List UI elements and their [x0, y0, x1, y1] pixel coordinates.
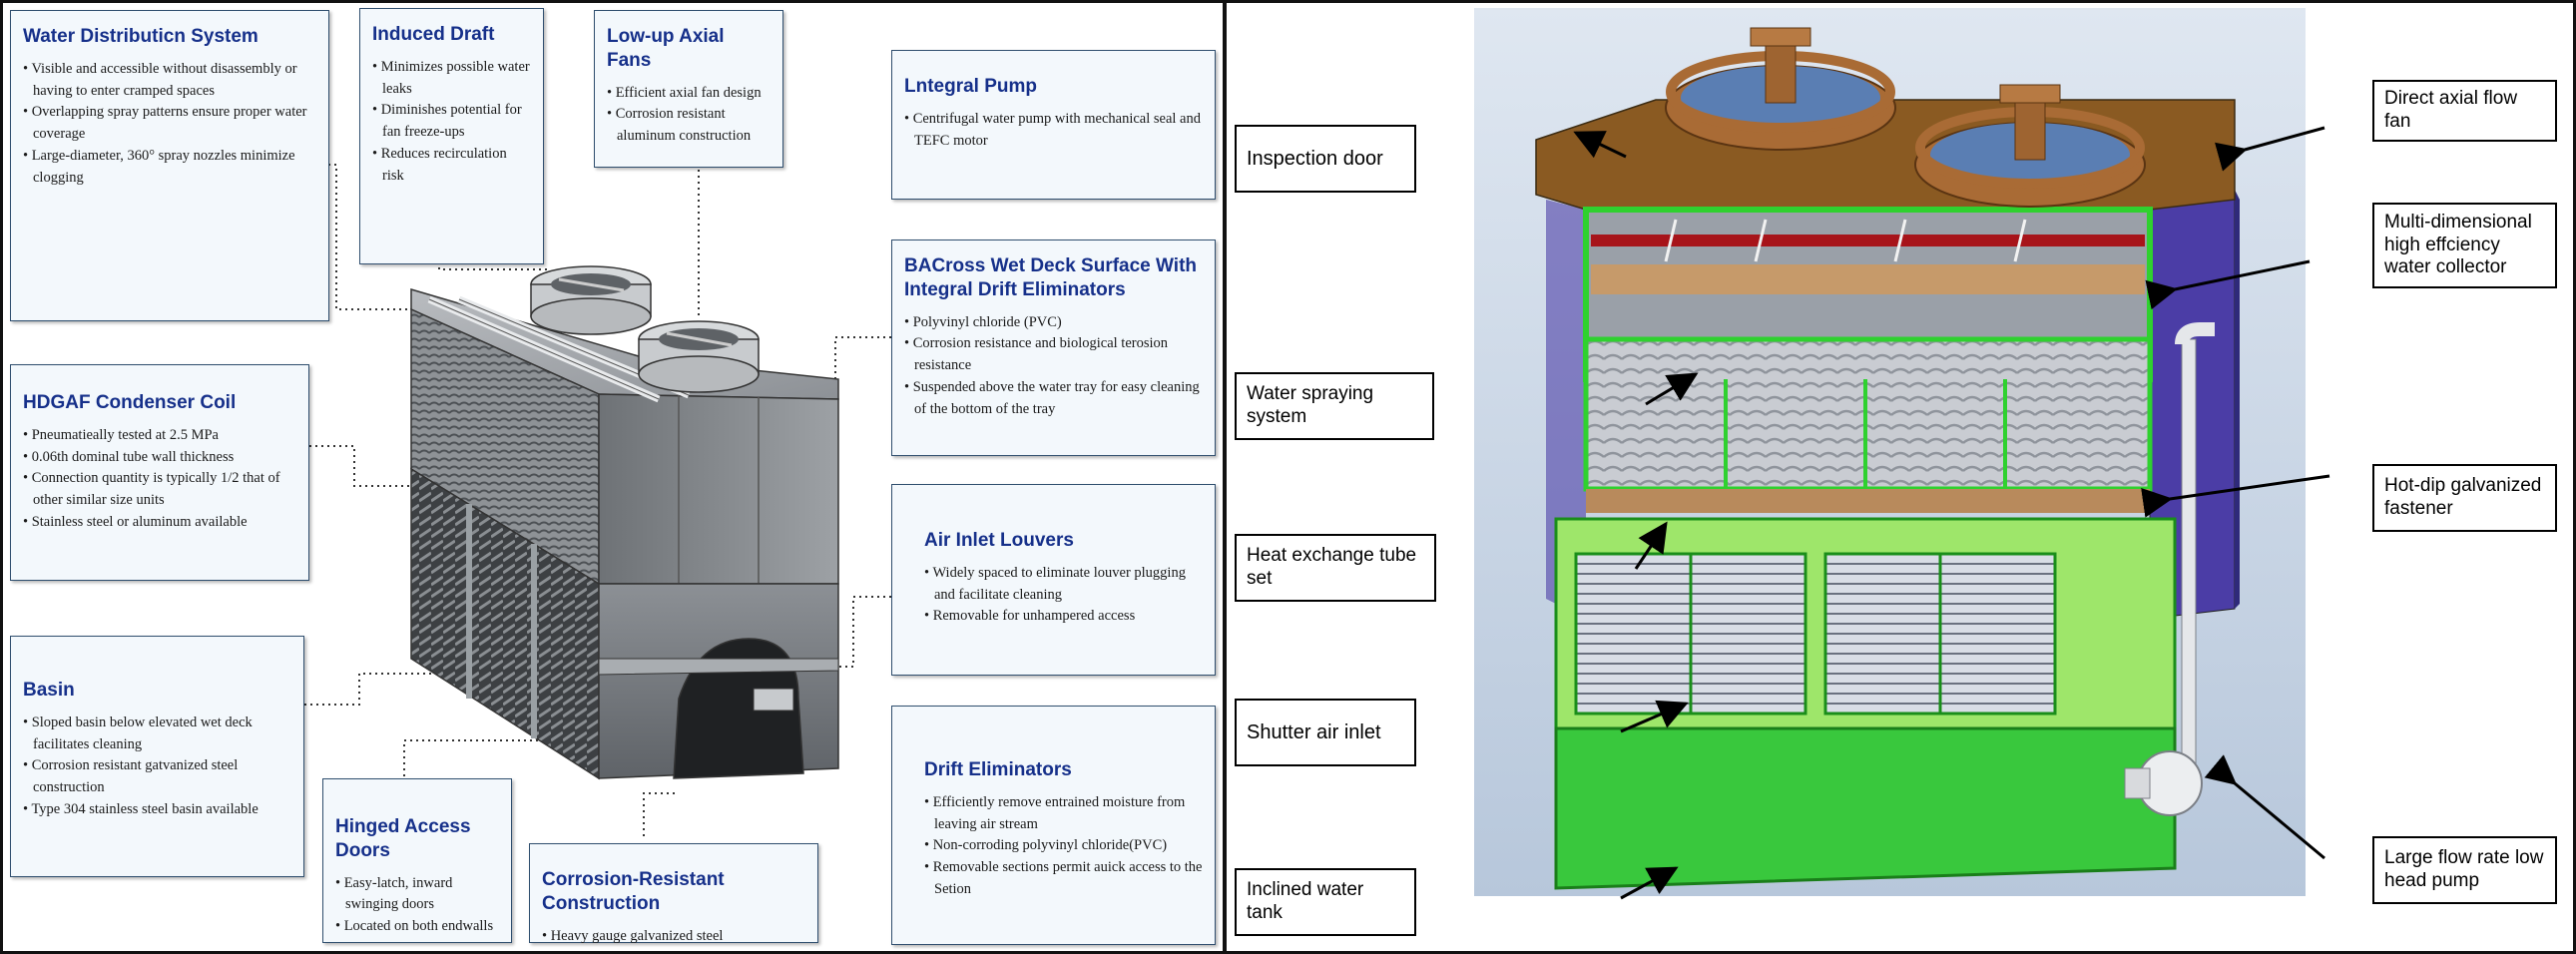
- box-title: Lntegral Pump: [904, 76, 1038, 97]
- label-text: Inclined water tank: [1247, 879, 1364, 923]
- label-text: Shutter air inlet: [1247, 721, 1381, 743]
- box-integral-pump: Lntegral Pump Centrifugal water pump wit…: [891, 50, 1216, 200]
- box-title: Basin: [23, 680, 75, 701]
- box-item: Corrosion resistance and biological tero…: [904, 333, 1203, 377]
- label-text: Inspection door: [1247, 148, 1383, 170]
- box-title: Hinged Access Doors: [335, 816, 471, 861]
- label-text: Multi-dimensional high effciency water c…: [2384, 211, 2532, 278]
- panel-divider: [1223, 0, 1227, 954]
- box-item: Centrifugal water pump with mechanical s…: [904, 109, 1203, 153]
- box-item: 0.06th dominal tube wall thickness: [23, 447, 296, 469]
- tower-basin-band: [598, 658, 839, 676]
- box-basin: Basin Sloped basin below elevated wet de…: [10, 636, 304, 877]
- pump-pipe: [2181, 338, 2197, 769]
- box-item: Easy-latch, inward swinging doors: [335, 873, 499, 917]
- box-item: Minimizes possible water leaks: [372, 57, 531, 101]
- box-title: Corrosion-Resistant Construction: [542, 869, 725, 914]
- box-item: Pneumatieally tested at 2.5 MPa: [23, 425, 296, 447]
- box-item: Overlapping spray patterns ensure proper…: [23, 102, 316, 146]
- tower-side-upper: [598, 393, 839, 585]
- box-wet-deck: BACross Wet Deck Surface With Integral D…: [891, 239, 1216, 456]
- box-item: Type 304 stainless steel basin available: [23, 799, 291, 821]
- box-item: Corrosion resistant aluminum constructio…: [607, 104, 771, 148]
- box-condenser-coil: HDGAF Condenser Coil Pneumatieally teste…: [10, 364, 309, 581]
- closed-cooling-tower-illustration: [1474, 8, 2330, 900]
- box-item: Stainless steel or aluminum available: [23, 512, 296, 534]
- label-inspection-door: Inspection door: [1235, 125, 1416, 193]
- box-title: Water Distributicn System: [23, 26, 258, 47]
- box-title: Air Inlet Louvers: [924, 530, 1074, 551]
- box-item: Suspended above the water tray for easy …: [904, 377, 1203, 421]
- box-item: Efficiently remove entrained moisture fr…: [924, 792, 1203, 836]
- cooling-tower-illustration: [286, 164, 891, 836]
- label-text: Hot-dip galvanized fastener: [2384, 475, 2542, 519]
- label-large-flow-pump: Large flow rate low head pump: [2372, 836, 2557, 904]
- box-item: Heavy gauge galvanized steel: [542, 926, 805, 948]
- box-item: Removable sections permit auick access t…: [924, 857, 1203, 901]
- box-title: HDGAF Condenser Coil: [23, 392, 237, 413]
- heat-exchange-tubes: [1583, 336, 2153, 492]
- label-inclined-water-tank: Inclined water tank: [1235, 868, 1416, 936]
- box-drift-eliminators: Drift Eliminators Efficiently remove ent…: [891, 706, 1216, 945]
- box-induced-draft: Induced Draft Minimizes possible water l…: [359, 8, 544, 264]
- box-air-inlet-louvers: Air Inlet Louvers Widely spaced to elimi…: [891, 484, 1216, 676]
- box-water-distribution: Water Distributicn System Visible and ac…: [10, 10, 329, 321]
- axial-fan-2: [1914, 84, 2146, 208]
- label-direct-axial-flow-fan: Direct axial flow fan: [2372, 80, 2557, 142]
- box-item: Efficient axial fan design: [607, 83, 771, 105]
- label-text: Heat exchange tube set: [1247, 545, 1417, 589]
- box-item: Diminishes potential for fan freeze-ups: [372, 100, 531, 144]
- box-axial-fans: Low-up Axial Fans Efficient axial fan de…: [594, 10, 783, 168]
- box-item: Connection quantity is typically 1/2 tha…: [23, 468, 296, 512]
- box-item: Large-diameter, 360° spray nozzles minim…: [23, 146, 316, 190]
- box-item: Visible and accessible without disassemb…: [23, 59, 316, 103]
- label-text: Direct axial flow fan: [2384, 88, 2518, 132]
- box-title: Low-up Axial Fans: [607, 26, 725, 71]
- box-corrosion-resistant: Corrosion-Resistant Construction Heavy g…: [529, 843, 818, 944]
- box-title: Induced Draft: [372, 24, 495, 45]
- box-hinged-access-doors: Hinged Access Doors Easy-latch, inward s…: [322, 778, 512, 943]
- box-item: Polyvinyl chloride (PVC): [904, 312, 1203, 334]
- label-shutter-air-inlet: Shutter air inlet: [1235, 699, 1416, 766]
- box-item: Reduces recirculation risk: [372, 144, 531, 188]
- box-item: Sloped basin below elevated wet deck fac…: [23, 713, 291, 756]
- label-text: Large flow rate low head pump: [2384, 847, 2544, 891]
- label-heat-exchange-tube-set: Heat exchange tube set: [1235, 534, 1436, 602]
- right-panel: Inspection door Water spraying system He…: [1227, 0, 2576, 954]
- box-item: Removable for unhampered access: [924, 606, 1203, 628]
- inclined-water-tank: [1554, 726, 2177, 890]
- label-water-spraying-system: Water spraying system: [1235, 372, 1434, 440]
- label-multi-dimensional-collector: Multi-dimensional high effciency water c…: [2372, 203, 2557, 288]
- box-item: Widely spaced to eliminate louver pluggi…: [924, 563, 1203, 607]
- box-title: BACross Wet Deck Surface With Integral D…: [904, 255, 1197, 300]
- tower-fan-2: [638, 320, 760, 393]
- tower-fan-1: [530, 265, 652, 335]
- axial-fan-1: [1665, 27, 1896, 151]
- box-item: Non-corroding polyvinyl chloride(PVC): [924, 835, 1203, 857]
- left-panel: Water Distributicn System Visible and ac…: [0, 0, 1223, 954]
- label-hot-dip-fastener: Hot-dip galvanized fastener: [2372, 464, 2557, 532]
- box-title: Drift Eliminators: [924, 759, 1072, 780]
- box-item: Located on both endwalls: [335, 916, 499, 938]
- label-text: Water spraying system: [1247, 383, 1374, 427]
- box-item: Corrosion resistant gatvanized steel con…: [23, 755, 291, 799]
- callout-arrows: [1573, 126, 2330, 900]
